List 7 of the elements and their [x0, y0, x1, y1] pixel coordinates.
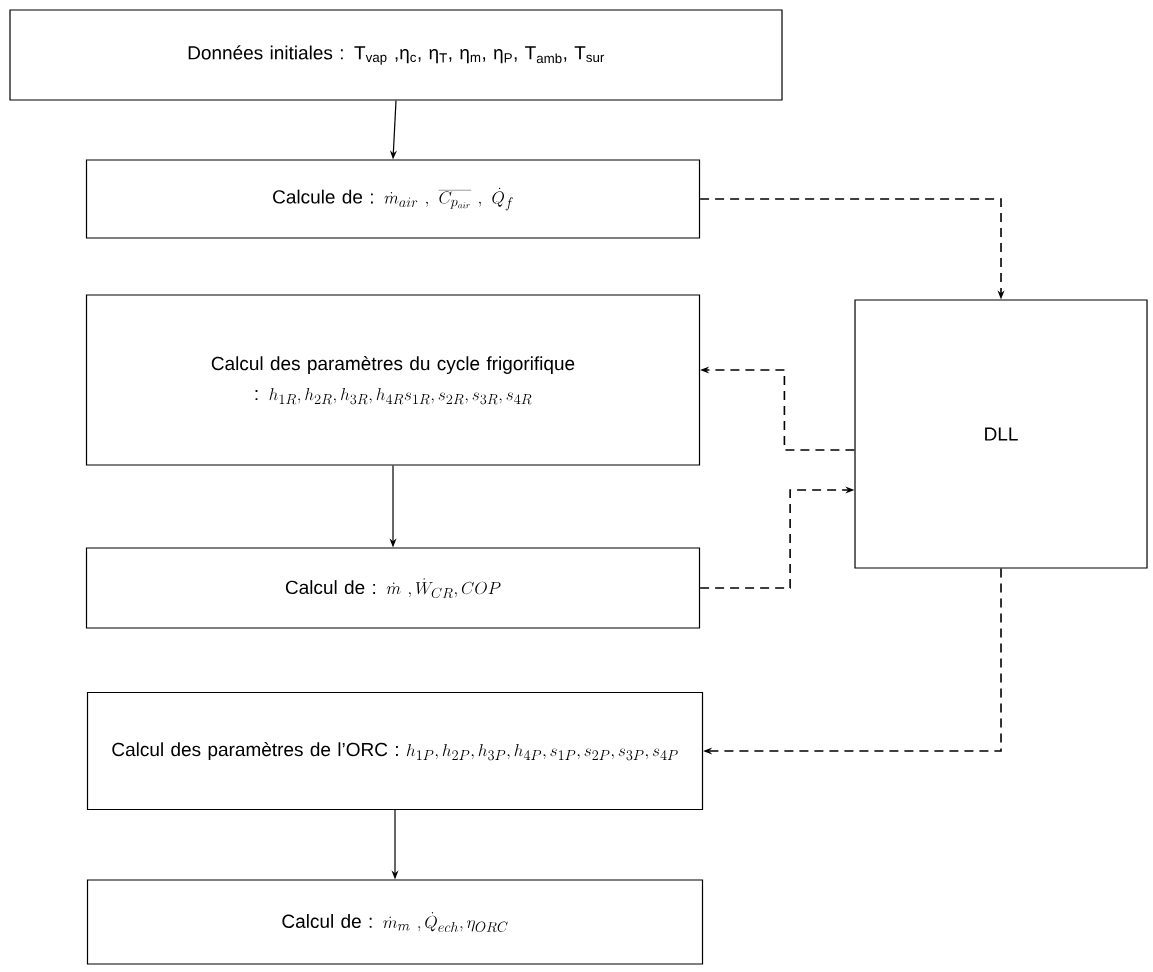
- process-box: Calcul des paramètres de l’ORC : $h_{1P}, h_{2P}, h_{3P}, h_{4P}, s_{1P}, s_{2P}, s_{3P}, s_{4P}$: [86, 691, 704, 811]
- process-box: DLL: [854, 299, 1148, 569]
- process-box: Calcul de : $\dot{m}_m\ , \dot{Q}_{ech}, \eta_{ORC}$: [86, 879, 704, 965]
- process-box: Calcul de : $\dot{m}\ , \dot{W}_{CR}, COP$: [85, 547, 701, 629]
- process-box: Calcul des paramètres du cycle frigorifique : $h_{1R}, h_{2R}, h_{3R}, h_{4R} s_{1R}, s_{2R}, s_{3R}, s_{4R}$: [85, 294, 701, 466]
- process-box: Calcule de : $\dot{m}_{air}\ ,\ \overline{C_{p_{air}}}\ ,\ \dot{Q}_f$: [85, 159, 701, 239]
- process-box: Données initiales : T$_{vap}$ ,η$_{c}$, η$_{T}$, η$_{m}$, η$_{P}$, T$_{amb}$, T$_{sur}$: [9, 9, 783, 101]
